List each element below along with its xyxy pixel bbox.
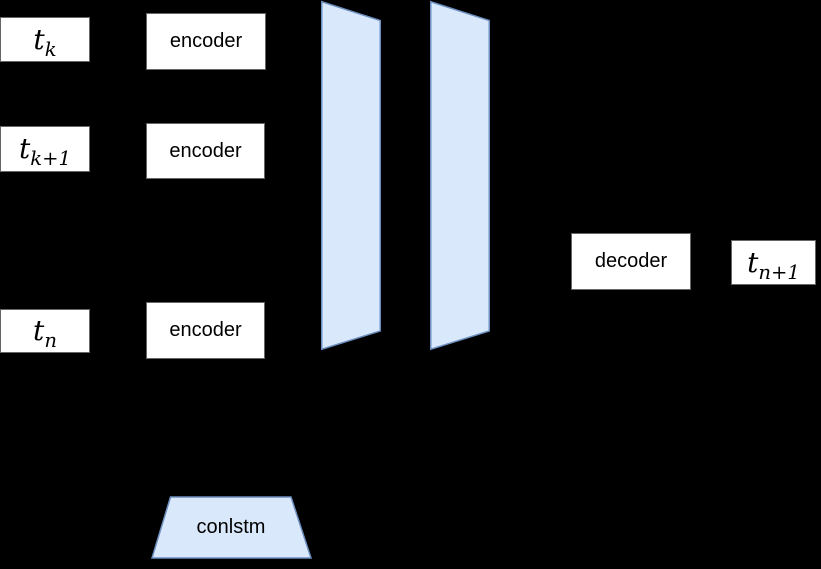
node-decoder: decoder	[571, 233, 691, 290]
feature-plane-2-shape	[430, 0, 490, 351]
t-n-plus-1-subscript: n+1	[758, 260, 800, 284]
t-k-label: tk	[33, 22, 56, 59]
t-n-base: t	[33, 314, 45, 347]
t-k-plus-1-base: t	[18, 132, 31, 165]
feature-plane-1-shape	[321, 0, 381, 351]
node-conlstm	[150, 496, 313, 559]
t-k-base: t	[33, 22, 45, 56]
node-t-n-plus-1: tn+1	[731, 240, 816, 285]
t-n-plus-1-label: tn+1	[747, 245, 800, 282]
encoder-3-label: encoder	[169, 319, 242, 341]
t-k-subscript: k	[44, 37, 57, 61]
conlstm-trapezoid-shape	[150, 496, 313, 559]
node-encoder-3: encoder	[146, 302, 265, 359]
feature-plane-1	[321, 0, 381, 351]
t-n-subscript: n	[44, 328, 57, 352]
t-n-plus-1-base: t	[747, 245, 759, 279]
node-t-k-plus-1: tk+1	[0, 126, 90, 172]
encoder-1-label: encoder	[169, 30, 243, 52]
decoder-label: decoder	[594, 250, 668, 272]
t-k-plus-1-subscript: k+1	[30, 146, 72, 170]
node-encoder-1: encoder	[146, 13, 266, 70]
node-t-k: tk	[0, 17, 90, 62]
encoder-2-label: encoder	[169, 139, 242, 162]
t-n-label: tn	[33, 314, 57, 351]
node-encoder-2: encoder	[146, 123, 265, 179]
node-t-n: tn	[0, 309, 90, 353]
feature-plane-2	[430, 0, 490, 351]
t-k-plus-1-label: tk+1	[18, 132, 71, 169]
